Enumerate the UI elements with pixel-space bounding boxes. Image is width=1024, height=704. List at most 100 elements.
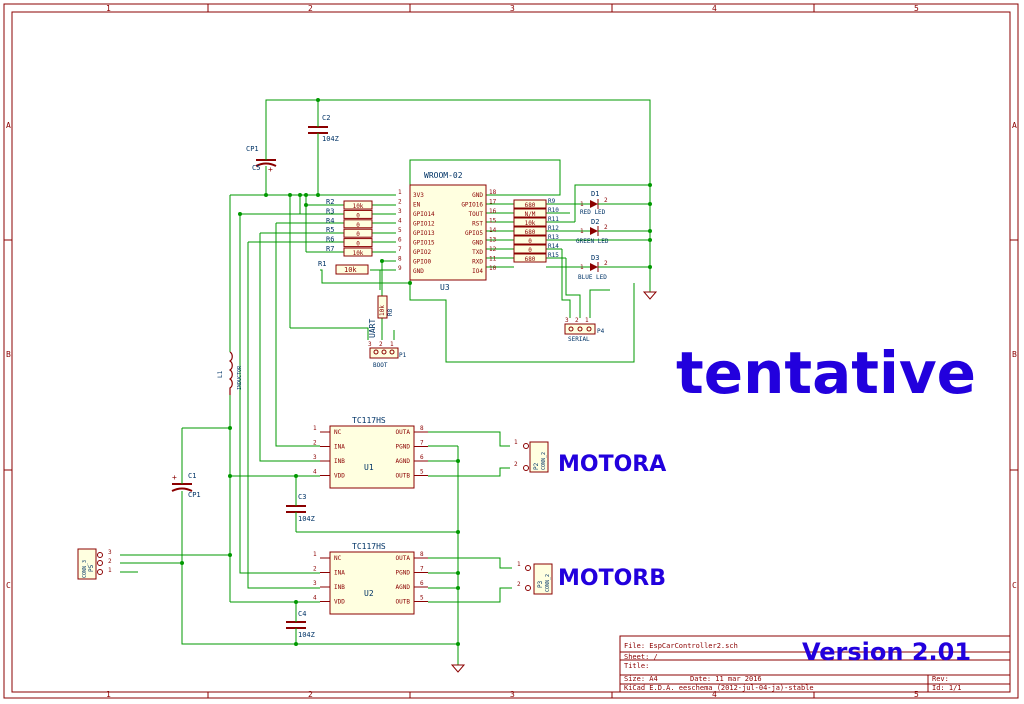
u1-ref: U1 <box>364 463 374 472</box>
cp1-value: C5 <box>252 164 260 172</box>
resistor-ref: R15 <box>548 252 559 259</box>
svg-text:1: 1 <box>390 341 394 348</box>
resistor-r8[interactable]: 10k R8 <box>377 295 394 319</box>
u3-pin-name: RXD <box>472 259 483 266</box>
u3-pin-name: GPIO13 <box>413 230 435 237</box>
row-label: B <box>6 350 11 359</box>
col-label: 3 <box>510 4 515 13</box>
c1-value: CP1 <box>188 491 201 499</box>
resistor-r1[interactable]: R1 10k <box>318 260 369 275</box>
r8-value: 10k <box>379 305 386 316</box>
col-label: 4 <box>712 4 717 13</box>
capacitor-c3[interactable]: C3 104Z <box>286 493 315 523</box>
col-label: 3 <box>510 690 515 699</box>
resistor-value: 10k <box>353 203 364 210</box>
driver-pin-num: 5 <box>420 595 424 602</box>
connector-p3[interactable]: P3 CONN_2 1 2 <box>517 561 553 595</box>
driver-pin-num: 2 <box>313 440 317 447</box>
driver-u1[interactable]: TC117HS U1 1NC2INA3INB4VDD8OUTA7PGND6AGN… <box>313 416 428 489</box>
u3-pin-num: 12 <box>489 246 497 253</box>
ground-symbols <box>450 291 658 673</box>
led-d3[interactable]: D3 BLUE LED 12 <box>578 254 610 281</box>
u3-pin-num: 5 <box>398 227 402 234</box>
junctions <box>180 98 652 646</box>
led-d1[interactable]: D1 RED LED 12 <box>580 190 610 216</box>
driver-pin-num: 1 <box>313 425 317 432</box>
resistor-value: 680 <box>525 256 536 263</box>
u3-pin-num: 17 <box>489 199 497 206</box>
u3-pin-num: 4 <box>398 218 402 225</box>
u3-name: WROOM-02 <box>424 171 463 180</box>
u3-right-pins: 18GND17GPIO1616TOUT15RST14GPIO513GND12TX… <box>461 189 496 275</box>
resistor-ref: R14 <box>548 243 559 250</box>
resistor-r4[interactable]: R40 <box>326 217 373 229</box>
u3-pin-name: GPIO16 <box>461 202 483 209</box>
connector-p5[interactable]: P5 CONN_3 3 2 1 <box>77 548 112 580</box>
capacitor-cp1-top[interactable]: CP1 C5 + <box>246 145 277 174</box>
connector-p2[interactable]: P2 CONN_2 1 2 <box>514 439 549 473</box>
driver-pin-num: 5 <box>420 469 424 476</box>
p4-sub: SERIAL <box>568 336 590 343</box>
resistor-ref: R12 <box>548 225 559 232</box>
inductor-l1[interactable]: L1 INDUCTOR <box>217 351 243 395</box>
c4-ref: C4 <box>298 610 306 618</box>
resistor-value: 680 <box>525 202 536 209</box>
u3-pin-name: GPIO15 <box>413 240 435 247</box>
resistor-ref: R7 <box>326 245 334 253</box>
led-d2[interactable]: D2 GREEN LED 12 <box>576 218 610 245</box>
p3-ref: P3 <box>537 580 544 588</box>
resistor-ref: R5 <box>326 226 334 234</box>
resistor-r5[interactable]: R50 <box>326 226 373 238</box>
u3-pin-num: 9 <box>398 265 402 272</box>
svg-text:1: 1 <box>580 228 584 235</box>
driver-u2[interactable]: TC117HS U2 1NC2INA3INB4VDD8OUTA7PGND6AGN… <box>313 542 428 615</box>
capacitor-c4[interactable]: C4 104Z <box>286 610 315 639</box>
u3-pin-num: 1 <box>398 189 402 196</box>
resistor-ref: R9 <box>548 198 556 205</box>
u3-pin-name: GND <box>413 268 424 275</box>
col-label: 1 <box>106 4 111 13</box>
tb-date: Date: 11 mar 2016 <box>690 675 762 683</box>
u3-pin-name: GPIO14 <box>413 211 435 218</box>
r8-ref: R8 <box>387 308 394 316</box>
d1-label: RED LED <box>580 209 606 216</box>
resistor-ref: R13 <box>548 234 559 241</box>
capacitor-c1[interactable]: C1 CP1 + <box>171 472 201 499</box>
resistor-ref: R11 <box>548 216 559 223</box>
svg-text:3: 3 <box>368 341 372 348</box>
connector-p4-serial[interactable]: SERIAL P4 3 2 1 <box>564 317 605 343</box>
driver-pin-num: 4 <box>313 595 317 602</box>
svg-text:1: 1 <box>580 201 584 208</box>
u3-pin-num: 18 <box>489 189 497 196</box>
u3-pin-num: 7 <box>398 246 402 253</box>
svg-text:1: 1 <box>514 439 518 446</box>
driver-pin-name: PGND <box>396 570 411 577</box>
resistor-r15[interactable]: R15 680 <box>513 252 559 263</box>
connector-p1-boot[interactable]: UART BOOT P1 3 2 1 <box>368 319 407 369</box>
driver-pin-num: 3 <box>313 454 317 461</box>
driver-pin-num: 6 <box>420 580 424 587</box>
driver-pin-name: OUTA <box>396 429 411 436</box>
resistor-r3[interactable]: R30 <box>326 207 373 219</box>
resistor-r6[interactable]: R60 <box>326 236 373 248</box>
u3-pin-num: 15 <box>489 218 497 225</box>
driver-pin-name: INB <box>334 584 345 591</box>
svg-text:2: 2 <box>604 260 608 267</box>
svg-text:2: 2 <box>517 581 521 588</box>
u3-pin-name: IO4 <box>472 268 483 275</box>
resistor-r9[interactable]: R9 680 <box>513 198 556 209</box>
resistor-value: N/M <box>525 211 536 218</box>
capacitor-c2[interactable]: C2 104Z <box>308 114 339 143</box>
sheet-frame <box>3 3 1019 699</box>
row-label: C <box>1012 581 1017 590</box>
